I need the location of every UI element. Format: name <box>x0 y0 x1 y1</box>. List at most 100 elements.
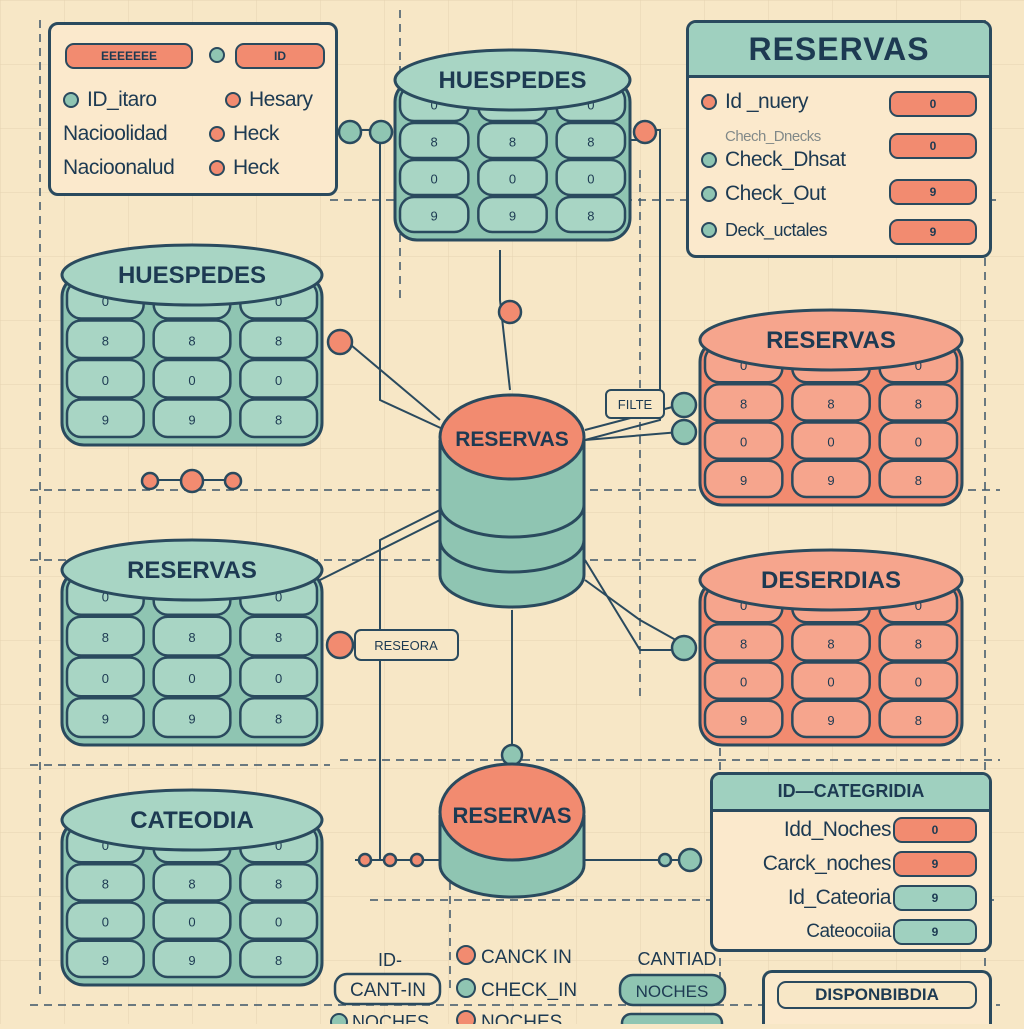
cylinder-glyph: 9 <box>102 712 109 727</box>
reservas-card: RESERVAS Id _nuery 0 Chech_Dnecks Check_… <box>686 20 992 258</box>
cylinder-glyph: 9 <box>188 412 195 427</box>
categoria-card: ID—CATEGRIDIA Idd_Noches 0 Carck_noches … <box>710 772 992 952</box>
teal-dot-icon <box>63 92 79 108</box>
svg-text:FILTE: FILTE <box>618 397 653 412</box>
cylinder-glyph: 8 <box>827 636 834 651</box>
cylinder-segment <box>65 901 145 940</box>
categoria-row-label: Idd_Noches <box>783 818 892 841</box>
teal-dot-icon <box>701 152 717 168</box>
cylinder-glyph: 0 <box>275 294 282 309</box>
cylinder-glyph: 8 <box>102 630 109 645</box>
cylinder-glyph: 9 <box>431 209 438 224</box>
cylinder-lid <box>698 548 964 612</box>
cylinder-segment <box>239 939 319 979</box>
cylinder-glyph: 8 <box>188 630 195 645</box>
cylinder-segment <box>239 319 319 360</box>
cylinder-group-left-1: 080908090808HUESPEDES <box>60 243 324 447</box>
cylinder-glyph: 0 <box>915 435 922 450</box>
teal-dot-icon <box>701 222 717 238</box>
cylinder-glyph: 8 <box>740 396 747 411</box>
cylinder-segment <box>239 615 319 657</box>
cylinder-glyph: 8 <box>275 630 282 645</box>
cylinder-glyph: 0 <box>915 358 922 373</box>
cylinder-segment <box>239 901 319 940</box>
cylinder-glyph: 8 <box>102 876 109 891</box>
cylinder-glyph: 0 <box>102 915 109 930</box>
cylinder-segment <box>878 623 959 662</box>
bottom-col2-bot: NOCHES <box>481 1012 562 1024</box>
cylinder-glyph: 8 <box>431 135 438 150</box>
categoria-row-value: 9 <box>893 919 977 945</box>
cylinder-segment <box>152 901 232 940</box>
cylinder-glyph: 9 <box>102 412 109 427</box>
cylinder-glyph: 8 <box>740 636 747 651</box>
cylinder-glyph: 8 <box>275 712 282 727</box>
cylinder-glyph: 0 <box>915 598 922 613</box>
cylinder-segment <box>65 697 145 739</box>
cylinder-segment <box>239 863 319 902</box>
cylinder-segment <box>878 459 959 499</box>
reservas-row-value: 9 <box>889 179 977 205</box>
cylinder-title: HUESPEDES <box>438 67 586 94</box>
cylinder-title: RESERVAS <box>127 557 257 584</box>
guest-row: Nacioonalud Heck <box>63 153 323 183</box>
cylinder-segment <box>65 358 145 399</box>
cylinder-segment <box>791 421 871 460</box>
coral-dot-icon <box>209 160 225 176</box>
cylinder-glyph: 8 <box>275 333 282 348</box>
cylinder-glyph: 8 <box>915 396 922 411</box>
cylinder-segment <box>878 699 959 739</box>
cylinder-glyph: 8 <box>915 636 922 651</box>
cylinder-group-left-3: 080908090808CATEODIA <box>60 788 324 987</box>
cylinder-segment <box>703 623 784 662</box>
cylinder-segment <box>152 398 232 439</box>
reservas-row: Id _nuery <box>701 87 977 117</box>
svg-text:RESEORA: RESEORA <box>374 638 438 653</box>
reservas-row-value: 0 <box>889 133 977 159</box>
cylinder-glyph: 0 <box>102 589 109 604</box>
bottom-col1-bot: NOCHES <box>352 1012 429 1024</box>
bottom-col1-top: ID- <box>378 950 402 970</box>
cylinder-title: RESERVAS <box>766 327 896 354</box>
cylinder-segment <box>477 158 548 197</box>
cylinder-glyph: 8 <box>587 135 594 150</box>
cylinder-glyph: 9 <box>188 953 195 968</box>
guest-header-pill-2: ID <box>235 43 325 69</box>
cylinder-glyph: 0 <box>188 671 195 686</box>
reservas-row-label: Deck_uctales <box>725 219 828 240</box>
cylinder-glyph: 0 <box>275 373 282 388</box>
guest-row-right: Heck <box>233 156 279 179</box>
reservas-row-label: Chech_Dnecks <box>725 127 821 145</box>
cylinder-glyph: 9 <box>102 953 109 968</box>
cylinder-segment <box>152 939 232 979</box>
cylinder-glyph: 0 <box>102 838 109 853</box>
reservas-row-label: Check_Out <box>725 182 826 205</box>
center-cylinder-main: RESERVAS <box>438 393 586 609</box>
bottom-col3-top: CANTIAD <box>637 949 716 969</box>
categoria-row: Carck_noches <box>725 849 977 879</box>
cylinder-segment <box>878 383 959 422</box>
bottom-col1-mid: CANT-IN <box>350 980 426 1001</box>
cylinder-segment <box>703 699 784 739</box>
cylinder-glyph: 0 <box>102 294 109 309</box>
cylinder-glyph: 8 <box>275 953 282 968</box>
reservas-row-value: 9 <box>889 219 977 245</box>
categoria-card-title: ID—CATEGRIDIA <box>777 781 925 801</box>
cylinder-segment <box>703 383 784 422</box>
guest-row-label: ID_itaro <box>87 88 157 111</box>
reservas-row-value: 0 <box>889 91 977 117</box>
cylinder-segment <box>791 383 871 422</box>
cylinder-glyph: 0 <box>275 589 282 604</box>
reservas-row: Deck_uctales <box>701 215 977 245</box>
cylinder-glyph: 8 <box>509 135 516 150</box>
cylinder-glyph: 0 <box>740 435 747 450</box>
tag-reserva: RESEORA <box>354 629 459 661</box>
cylinder-glyph: 0 <box>102 671 109 686</box>
categoria-row-label: Id_Cateoria <box>787 886 892 909</box>
guest-row-right: Hesary <box>249 88 313 111</box>
cylinder-glyph: 8 <box>915 713 922 728</box>
cylinder-glyph: 0 <box>275 838 282 853</box>
cylinder-title: HUESPEDES <box>118 262 266 289</box>
guest-row: Nacioolidad Heck <box>63 119 323 149</box>
cylinder-segment <box>65 656 145 698</box>
